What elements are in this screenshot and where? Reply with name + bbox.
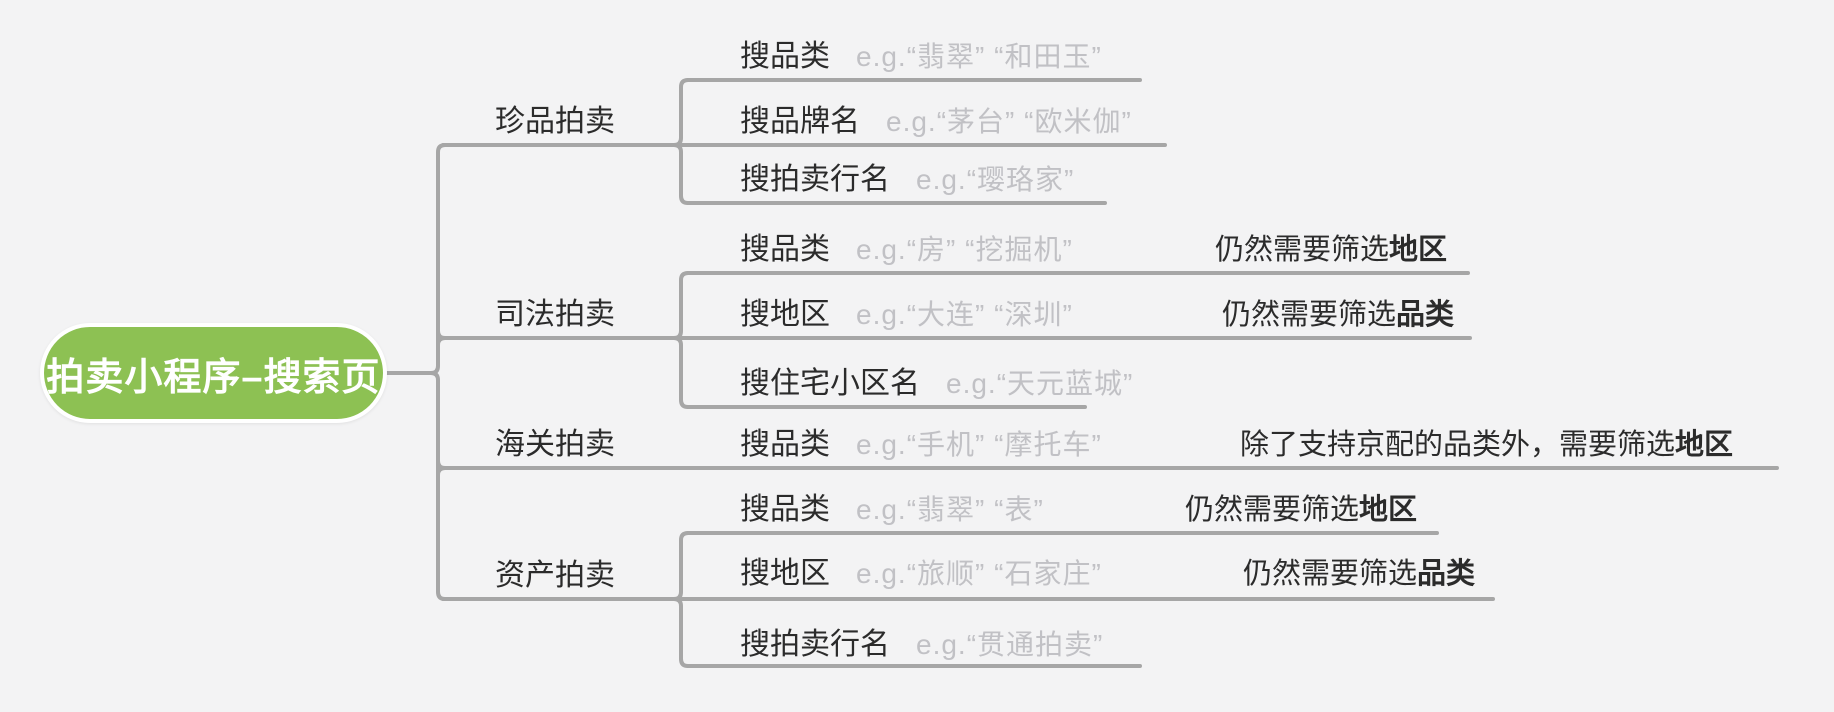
note-text-bold: 品类 (1396, 299, 1455, 331)
branch-topic-zichan[interactable]: 资产拍卖 (495, 559, 615, 592)
note-topic[interactable]: 仍然需要筛选 地区 (1215, 230, 1447, 270)
note-text-bold: 品类 (1417, 558, 1476, 590)
note-topic[interactable]: 仍然需要筛选 品类 (1222, 295, 1454, 335)
topic-row[interactable]: 搜地区 e.g.“大连” “深圳” (740, 295, 1073, 335)
topic-label: 搜品类 (740, 233, 830, 266)
topic-example: e.g.“大连” “深圳” (856, 299, 1073, 330)
note-topic[interactable]: 仍然需要筛选 地区 (1185, 490, 1417, 530)
topic-label: 搜品类 (740, 428, 830, 461)
topic-example: e.g.“贯通拍卖” (916, 629, 1104, 660)
topic-example: e.g.“茅台” “欧米伽” (886, 106, 1132, 137)
note-text-bold: 地区 (1675, 429, 1734, 461)
topic-example: e.g.“旅顺” “石家庄” (856, 558, 1102, 589)
note-text: 仍然需要筛选 (1215, 234, 1390, 266)
topic-row[interactable]: 搜品类 e.g.“翡翠” “表” (740, 490, 1044, 530)
topic-label: 搜品类 (740, 493, 830, 526)
note-topic[interactable]: 仍然需要筛选 品类 (1243, 554, 1475, 594)
topic-row[interactable]: 搜地区 e.g.“旅顺” “石家庄” (740, 554, 1102, 594)
connector-path (672, 78, 690, 205)
note-text: 仍然需要筛选 (1185, 494, 1360, 526)
topic-example: e.g.“手机” “摩托车” (856, 429, 1102, 460)
topic-label: 搜住宅小区名 (740, 367, 920, 400)
note-text: 除了支持京配的品类外，需要筛选 (1240, 429, 1676, 461)
topic-row[interactable]: 搜品类 e.g.“房” “挖掘机” (740, 230, 1073, 270)
note-text-bold: 地区 (1389, 234, 1448, 266)
note-topic[interactable]: 除了支持京配的品类外，需要筛选 地区 (1240, 425, 1733, 465)
topic-example: e.g.“翡翠” “和田玉” (856, 41, 1102, 72)
note-text: 仍然需要筛选 (1222, 299, 1397, 331)
connector-path (672, 531, 690, 668)
connector-path (429, 143, 447, 601)
connector-path (436, 329, 676, 347)
topic-example: e.g.“天元蓝城” (946, 368, 1134, 399)
topic-label: 搜地区 (740, 557, 830, 590)
topic-example: e.g.“房” “挖掘机” (856, 234, 1073, 265)
topic-label: 搜品牌名 (740, 105, 860, 138)
root-topic[interactable]: 拍卖小程序–搜索页 (40, 323, 387, 423)
topic-example: e.g.“翡翠” “表” (856, 494, 1044, 525)
topic-label: 搜品类 (740, 40, 830, 73)
branch-topic-sifa[interactable]: 司法拍卖 (495, 298, 615, 331)
branch-topic-haiguan[interactable]: 海关拍卖 (495, 428, 615, 461)
connector-path (672, 271, 690, 409)
topic-row[interactable]: 搜品牌名 e.g.“茅台” “欧米伽” (740, 102, 1132, 142)
topic-label: 搜地区 (740, 298, 830, 331)
topic-row[interactable]: 搜住宅小区名 e.g.“天元蓝城” (740, 364, 1133, 404)
note-text: 仍然需要筛选 (1243, 558, 1418, 590)
branch-topic-zhenpin[interactable]: 珍品拍卖 (495, 105, 615, 138)
note-text-bold: 地区 (1359, 494, 1418, 526)
connector-path (436, 459, 1779, 477)
topic-label: 搜拍卖行名 (740, 628, 890, 661)
topic-row[interactable]: 搜拍卖行名 e.g.“贯通拍卖” (740, 625, 1103, 665)
topic-row[interactable]: 搜品类 e.g.“翡翠” “和田玉” (740, 37, 1102, 77)
topic-example: e.g.“璎珞家” (916, 164, 1075, 195)
topic-label: 搜拍卖行名 (740, 163, 890, 196)
topic-row[interactable]: 搜拍卖行名 e.g.“璎珞家” (740, 160, 1074, 200)
topic-row[interactable]: 搜品类 e.g.“手机” “摩托车” (740, 425, 1102, 465)
